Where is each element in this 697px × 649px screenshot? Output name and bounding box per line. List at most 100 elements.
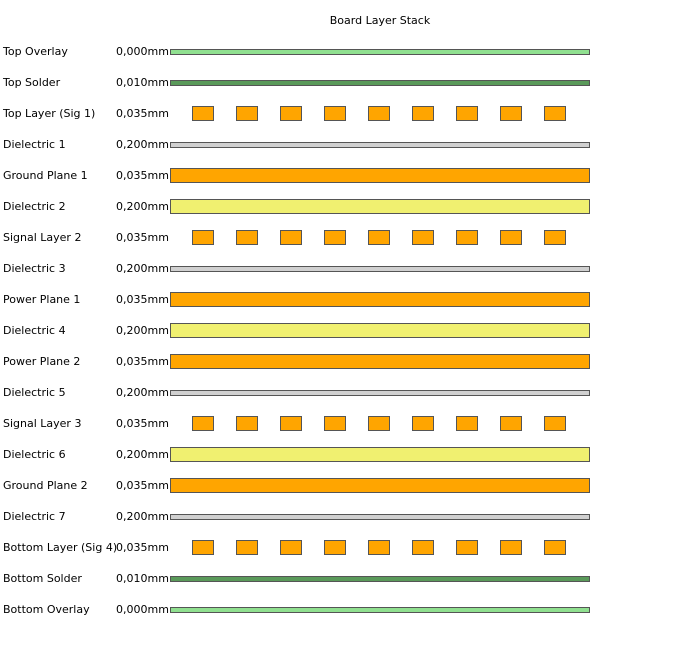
layer-thickness: 0,035mm (116, 107, 169, 120)
dielectric-core-bar (170, 447, 590, 462)
dielectric-bar (170, 142, 590, 148)
layer-name: Dielectric 5 (3, 386, 66, 399)
layer-name: Signal Layer 3 (3, 417, 82, 430)
diagram-title: Board Layer Stack (329, 14, 431, 27)
dielectric-bar (170, 390, 590, 396)
copper-trace-pad (324, 230, 346, 245)
layer-name: Top Solder (3, 76, 61, 89)
layer-thickness: 0,035mm (116, 231, 169, 244)
layer-thickness: 0,035mm (116, 541, 169, 554)
copper-trace-pad (500, 230, 522, 245)
copper-trace-pad (236, 540, 258, 555)
copper-trace-pad (500, 540, 522, 555)
copper-trace-pad (368, 416, 390, 431)
copper-trace-pad (544, 416, 566, 431)
solder-mask-bar (170, 80, 590, 86)
layer-row: Dielectric 5 0,200mm (0, 383, 697, 403)
copper-trace-pad (324, 106, 346, 121)
layer-row: Top Overlay 0,000mm (0, 42, 697, 62)
copper-trace-pad (412, 540, 434, 555)
copper-trace-pad (236, 230, 258, 245)
layer-row: Dielectric 1 0,200mm (0, 135, 697, 155)
copper-trace-pad (280, 540, 302, 555)
layer-row: Dielectric 7 0,200mm (0, 507, 697, 527)
copper-trace-pad (324, 540, 346, 555)
layer-name: Dielectric 1 (3, 138, 66, 151)
layer-thickness: 0,200mm (116, 386, 169, 399)
dielectric-bar (170, 514, 590, 520)
copper-trace-pad (544, 230, 566, 245)
layer-thickness: 0,200mm (116, 200, 169, 213)
copper-trace-pad (368, 106, 390, 121)
copper-trace-pad (192, 540, 214, 555)
copper-trace-pad (324, 416, 346, 431)
copper-trace-pad (456, 416, 478, 431)
layer-thickness: 0,010mm (116, 76, 169, 89)
copper-plane-bar (170, 354, 590, 369)
layer-row: Dielectric 4 0,200mm (0, 321, 697, 341)
layer-thickness: 0,035mm (116, 417, 169, 430)
layer-thickness: 0,000mm (116, 603, 169, 616)
copper-trace-pad (236, 416, 258, 431)
layer-name: Ground Plane 2 (3, 479, 88, 492)
layer-row: Bottom Layer (Sig 4)0,035mm (0, 538, 697, 558)
copper-trace-pad (280, 416, 302, 431)
dielectric-bar (170, 266, 590, 272)
layer-name: Signal Layer 2 (3, 231, 82, 244)
layer-thickness: 0,035mm (116, 355, 169, 368)
layer-row: Signal Layer 3 0,035mm (0, 414, 697, 434)
copper-trace-pad (412, 230, 434, 245)
copper-trace-pad (412, 106, 434, 121)
layer-row: Dielectric 3 0,200mm (0, 259, 697, 279)
copper-trace-pad (192, 416, 214, 431)
layer-row: Top Solder 0,010mm (0, 73, 697, 93)
copper-trace-pad (368, 230, 390, 245)
copper-trace-pad (544, 106, 566, 121)
layer-name: Ground Plane 1 (3, 169, 88, 182)
dielectric-core-bar (170, 199, 590, 214)
copper-trace-pad (280, 106, 302, 121)
layer-row: Power Plane 2 0,035mm (0, 352, 697, 372)
overlay-layer-bar (170, 607, 590, 613)
copper-trace-pad (544, 540, 566, 555)
layer-row: Bottom Overlay 0,000mm (0, 600, 697, 620)
layer-row: Ground Plane 2 0,035mm (0, 476, 697, 496)
layer-thickness: 0,010mm (116, 572, 169, 585)
copper-plane-bar (170, 168, 590, 183)
layer-name: Dielectric 4 (3, 324, 66, 337)
layer-name: Dielectric 3 (3, 262, 66, 275)
layer-thickness: 0,200mm (116, 138, 169, 151)
layer-thickness: 0,200mm (116, 262, 169, 275)
layer-thickness: 0,200mm (116, 324, 169, 337)
copper-plane-bar (170, 292, 590, 307)
layer-name: Dielectric 2 (3, 200, 66, 213)
layer-row: Dielectric 2 0,200mm (0, 197, 697, 217)
copper-trace-pad (456, 540, 478, 555)
overlay-layer-bar (170, 49, 590, 55)
layer-thickness: 0,000mm (116, 45, 169, 58)
layer-row: Ground Plane 1 0,035mm (0, 166, 697, 186)
layer-name: Bottom Overlay (3, 603, 90, 616)
copper-trace-pad (456, 106, 478, 121)
layer-name: Bottom Solder (3, 572, 82, 585)
copper-trace-pad (456, 230, 478, 245)
layer-name: Dielectric 7 (3, 510, 66, 523)
layer-row: Top Layer (Sig 1) 0,035mm (0, 104, 697, 124)
solder-mask-bar (170, 576, 590, 582)
layer-name: Top Layer (Sig 1) (3, 107, 96, 120)
layer-name: Power Plane 2 (3, 355, 81, 368)
copper-trace-pad (236, 106, 258, 121)
layer-thickness: 0,035mm (116, 169, 169, 182)
layer-name: Power Plane 1 (3, 293, 81, 306)
layer-name: Dielectric 6 (3, 448, 66, 461)
copper-trace-pad (500, 106, 522, 121)
layer-row: Bottom Solder 0,010mm (0, 569, 697, 589)
layer-row: Signal Layer 2 0,035mm (0, 228, 697, 248)
copper-trace-pad (280, 230, 302, 245)
layer-thickness: 0,035mm (116, 479, 169, 492)
copper-trace-pad (192, 106, 214, 121)
layer-thickness: 0,200mm (116, 510, 169, 523)
layer-name: Top Overlay (3, 45, 68, 58)
